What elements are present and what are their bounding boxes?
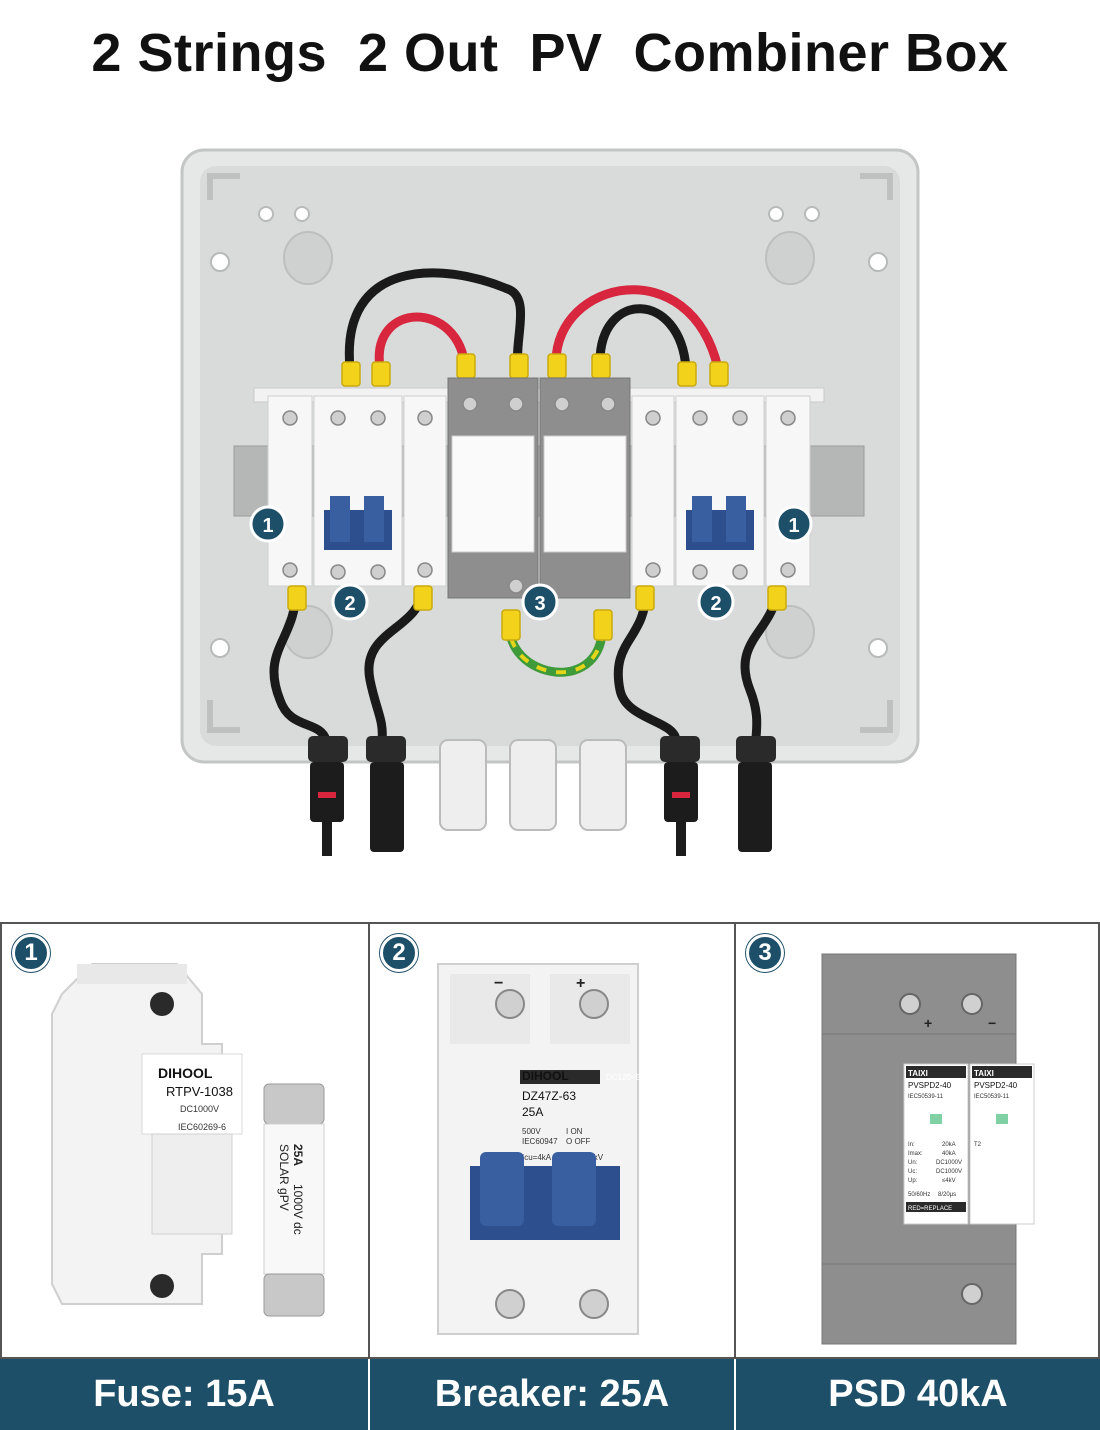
callout-badge-3: 3 bbox=[521, 583, 559, 621]
page-title: 2 Strings 2 Out PV Combiner Box bbox=[91, 23, 1009, 83]
svg-text:3: 3 bbox=[534, 593, 545, 615]
spd-wave: 8/20μs bbox=[938, 1192, 956, 1198]
svg-text:2: 2 bbox=[710, 593, 721, 615]
breaker-icu: Icu=4kA bbox=[522, 1153, 552, 1162]
breaker-voltage-range: DC120~500V bbox=[606, 1073, 655, 1082]
caption-breaker: Breaker: 25A bbox=[370, 1359, 734, 1430]
cartridge-label-1: SOLAR gPV bbox=[277, 1144, 291, 1211]
svg-text:1: 1 bbox=[262, 515, 273, 537]
breaker-model: DZ47Z-63 bbox=[522, 1089, 576, 1103]
spd-brand-right: TAIXI bbox=[974, 1069, 994, 1078]
spd-plus: + bbox=[924, 1015, 932, 1031]
fuse-model: RTPV-1038 bbox=[166, 1084, 233, 1099]
combiner-box-photo: 1 2 3 2 1 bbox=[180, 148, 920, 856]
fuse-panel: 1 DIHOOL RTPV-1038 DC1000V IEC60269-6 SO… bbox=[0, 922, 370, 1359]
breaker-off: O OFF bbox=[566, 1137, 591, 1146]
spd-minus: − bbox=[988, 1015, 996, 1031]
cartridge-label-3: 1000V dc bbox=[291, 1184, 305, 1235]
caption-fuse: Fuse: 15A bbox=[0, 1359, 368, 1430]
fuse-photo: DIHOOL RTPV-1038 DC1000V IEC60269-6 SOLA… bbox=[51, 963, 325, 1317]
svg-text:1: 1 bbox=[788, 515, 799, 537]
breaker-current: 25A bbox=[522, 1105, 543, 1119]
breaker-panel: 2 − + DIHOOL DZ47Z-63 25A 500V IEC60947 … bbox=[368, 922, 736, 1359]
breaker-standard: IEC60947 bbox=[522, 1137, 558, 1146]
spd-up-label: Up: bbox=[908, 1178, 918, 1184]
fuse-brand: DIHOOL bbox=[158, 1065, 213, 1081]
caption-spd: PSD 40kA bbox=[736, 1359, 1100, 1430]
spd-un-value: DC1000V bbox=[936, 1160, 962, 1166]
callout-badge-spd: 3 bbox=[746, 934, 784, 972]
callout-badge-1-right: 1 bbox=[775, 505, 813, 543]
spd-standard-right: IEC50539-11 bbox=[974, 1094, 1010, 1100]
callout-badge-1-left: 1 bbox=[249, 505, 287, 543]
spd-in-label: In: bbox=[908, 1142, 915, 1148]
spd-uc-label: Uc: bbox=[908, 1169, 917, 1175]
cartridge-label-2: 25A bbox=[291, 1144, 305, 1166]
spd-replace: RED=REPLACE bbox=[908, 1206, 952, 1212]
spd-imax-value: 40kA bbox=[942, 1151, 956, 1157]
breaker-right bbox=[675, 395, 765, 587]
breaker-plus: + bbox=[576, 975, 585, 992]
spd-in-value: 20kA bbox=[942, 1142, 956, 1148]
spd-panel: 3 + − TAIXI TAIXI PVSPD2-40 PVSPD2-40 IE… bbox=[734, 922, 1100, 1359]
spd-un-label: Un: bbox=[908, 1160, 918, 1166]
callout-badge-fuse: 1 bbox=[12, 934, 50, 972]
breaker-left bbox=[313, 395, 403, 587]
spd-class: T2 bbox=[974, 1142, 982, 1148]
breaker-on: I ON bbox=[566, 1127, 583, 1136]
fuse-standard: IEC60269-6 bbox=[178, 1122, 226, 1132]
cable-black-top-right bbox=[595, 304, 691, 369]
spd-imax-label: Imax: bbox=[908, 1151, 923, 1157]
spd-up-value: ≤4kV bbox=[942, 1178, 956, 1184]
spd-brand-left: TAIXI bbox=[908, 1069, 928, 1078]
breaker-volt: 500V bbox=[522, 1127, 541, 1136]
breaker-brand: DIHOOL bbox=[522, 1069, 569, 1083]
spd-model-left: PVSPD2-40 bbox=[908, 1081, 952, 1090]
breaker-photo: − + DIHOOL DZ47Z-63 25A 500V IEC60947 I … bbox=[437, 963, 655, 1335]
spd-photo: + − TAIXI TAIXI PVSPD2-40 PVSPD2-40 IEC5… bbox=[821, 953, 1035, 1345]
spd-freq: 50/60Hz bbox=[908, 1192, 930, 1198]
svg-text:2: 2 bbox=[344, 593, 355, 615]
callout-badge-2-left: 2 bbox=[331, 583, 369, 621]
fuse-holder-right bbox=[765, 395, 811, 587]
cable-red-top-left bbox=[374, 312, 470, 369]
spd-model-right: PVSPD2-40 bbox=[974, 1081, 1018, 1090]
cable-black-top-left bbox=[344, 268, 526, 369]
callout-badge-breaker: 2 bbox=[380, 934, 418, 972]
spd-uc-value: DC1000V bbox=[936, 1169, 962, 1175]
breaker-minus: − bbox=[494, 975, 503, 992]
callout-badge-2-right: 2 bbox=[697, 583, 735, 621]
fuse-rating: DC1000V bbox=[180, 1104, 219, 1114]
spd-standard-left: IEC50539-11 bbox=[908, 1094, 944, 1100]
cable-red-top-right bbox=[551, 285, 723, 370]
